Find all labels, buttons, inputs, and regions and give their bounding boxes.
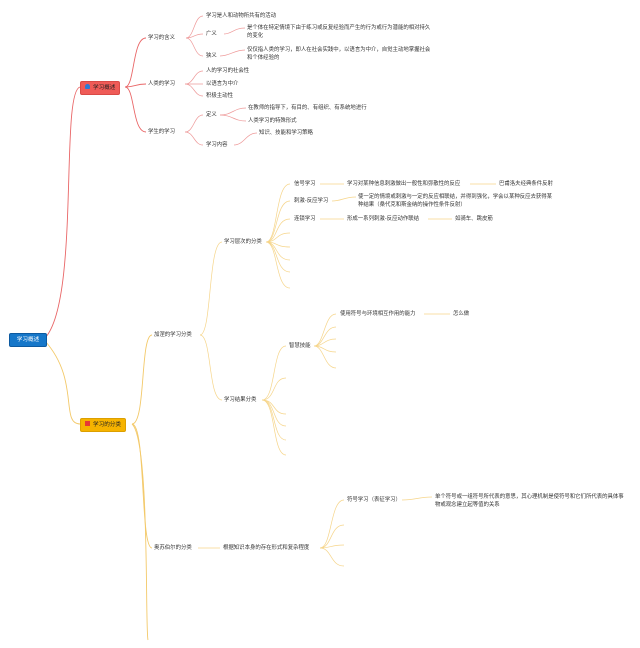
node-outcome[interactable]: 学习结果分类 xyxy=(224,397,257,403)
node-symbol-text[interactable]: 单个符号或一组符号所代表的意思，其心理机制是使符号和它们所代表的具体事物或观念建… xyxy=(435,494,624,508)
node-narrow[interactable]: 狭义 xyxy=(206,53,217,59)
node-chain-note[interactable]: 如骑车、跳皮筋 xyxy=(455,216,493,222)
root-node[interactable]: 学习概述 xyxy=(9,333,47,347)
node-human[interactable]: 人类的学习 xyxy=(148,81,175,87)
node-intellectual-text[interactable]: 使用符号与环境相互作用的能力 xyxy=(340,311,416,317)
node-sr[interactable]: 刺激-反应学习 xyxy=(294,198,329,204)
root-label: 学习概述 xyxy=(16,337,40,343)
node-meaning[interactable]: 学习的含义 xyxy=(148,35,175,41)
node-signal-text[interactable]: 学习对某种信息刺激做出一般性和弥散性的反应 xyxy=(347,181,461,187)
node-human-item-1[interactable]: 人的学习的社会性 xyxy=(206,68,250,74)
node-broad-text[interactable]: 是个体在特定情境下由于练习或反复经验而产生的行为或行为潜能的相对持久的变化 xyxy=(247,25,431,39)
node-student[interactable]: 学生的学习 xyxy=(148,129,175,135)
node-broad[interactable]: 广义 xyxy=(206,31,217,37)
branch-classification[interactable]: 学习的分类 xyxy=(80,418,126,432)
node-intellectual[interactable]: 智慧技能 xyxy=(289,343,311,349)
node-level[interactable]: 学习层次的分类 xyxy=(224,239,262,245)
node-form[interactable]: 根据知识本身的存在形式和复杂程度 xyxy=(223,545,310,551)
branch-concept-label: 学习概述 xyxy=(93,85,116,91)
node-sr-text[interactable]: 使一定的情境或刺激与一定的反应相联结，并得到强化，学会以某种反应去获得某种结果（… xyxy=(358,194,553,208)
node-human-item-3[interactable]: 积极主动性 xyxy=(206,93,233,99)
branch-concept[interactable]: 学习概述 xyxy=(80,81,121,95)
node-student-def-2[interactable]: 人类学习的特殊形式 xyxy=(248,118,297,124)
node-student-def[interactable]: 定义 xyxy=(206,112,217,118)
node-gagne[interactable]: 加涅的学习分类 xyxy=(154,332,192,338)
node-ausubel[interactable]: 奥苏伯尔的分类 xyxy=(154,545,192,551)
person-icon xyxy=(85,84,90,89)
node-human-item-2[interactable]: 以语言为中介 xyxy=(206,81,239,87)
node-chain-text[interactable]: 形成一系列刺激-反应动作联结 xyxy=(347,216,420,222)
node-chain[interactable]: 连锁学习 xyxy=(294,216,316,222)
node-narrow-text[interactable]: 仅仅指人类的学习，即人在社会实践中，以语言为中介，自觉主动地掌握社会和个体经验的 xyxy=(247,47,431,61)
square-icon xyxy=(85,421,90,426)
branch-classification-label: 学习的分类 xyxy=(93,422,121,428)
node-signal[interactable]: 信号学习 xyxy=(294,181,316,187)
node-intellectual-note[interactable]: 怎么做 xyxy=(453,311,470,317)
node-student-content[interactable]: 学习内容 xyxy=(206,142,228,148)
node-student-def-1[interactable]: 在教师的指导下，有目的、有组织、有系统地进行 xyxy=(248,105,367,111)
node-student-content-text[interactable]: 知识、技能和学习策略 xyxy=(259,130,313,136)
node-meaning-common[interactable]: 学习是人和动物所共有的活动 xyxy=(206,13,277,19)
node-symbol[interactable]: 符号学习（表征学习） xyxy=(347,497,401,503)
node-signal-note[interactable]: 巴甫洛夫经典条件反射 xyxy=(499,181,553,187)
